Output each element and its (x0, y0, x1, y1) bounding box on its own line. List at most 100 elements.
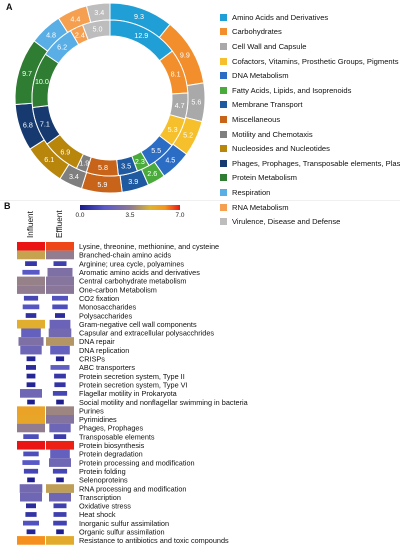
outer-ring-value-label: 5.6 (191, 98, 201, 107)
row-label: Lysine, threonine, methionine, and cyste… (79, 242, 219, 251)
legend-swatch (220, 86, 227, 94)
heatmap-cell (56, 399, 64, 405)
legend-item: Cofactors, Vitamins, Prosthetic Groups, … (220, 54, 400, 69)
row-label: Arginine; urea cycle, polyamines (79, 259, 184, 268)
donut-chart: 9.39.95.65.24.52.63.95.93.46.16.89.74.84… (14, 2, 206, 194)
heatmap-cell (19, 484, 43, 493)
heatmap-cell (25, 261, 37, 267)
outer-ring-value-label: 6.1 (44, 155, 54, 164)
inner-ring-value-label: 6.9 (60, 147, 70, 156)
heatmap-cell (20, 389, 42, 398)
heatmap-cell (49, 458, 71, 467)
legend-item: Cell Wall and Capsule (220, 39, 400, 54)
legend-swatch (220, 203, 227, 211)
inner-ring-value-label: 2.4 (75, 30, 85, 39)
row-label: Protein biosynthesis (79, 441, 145, 450)
outer-ring-value-label: 2.6 (147, 169, 157, 178)
legend-item: Respiration (220, 185, 400, 200)
heatmap-cell (26, 373, 36, 379)
legend-label: Respiration (232, 187, 271, 197)
heatmap-cell (20, 345, 42, 355)
legend-item: Motility and Chemotaxis (220, 127, 400, 142)
heatmap-cell (25, 313, 37, 318)
outer-ring-value-label: 5.9 (97, 180, 107, 189)
heatmap-cell (52, 295, 68, 301)
row-label: Transposable elements (79, 432, 155, 441)
heatmap-cell (17, 276, 45, 286)
legend-swatch (220, 72, 227, 80)
legend-label: Cofactors, Vitamins, Prosthetic Groups, … (232, 56, 399, 66)
heatmap-cell (20, 492, 42, 502)
column-header: Effluent (55, 210, 64, 238)
heatmap-cell (53, 503, 67, 509)
heatmap-cell (27, 477, 35, 483)
row-label: Gram-negative cell wall components (79, 320, 197, 329)
inner-ring-value-label: 7.1 (40, 119, 50, 128)
heatmap-cell (17, 285, 45, 294)
heatmap-cell (47, 267, 73, 277)
heatmap-cell (52, 390, 68, 396)
heatmap-cell (22, 304, 40, 310)
legend-label: Cell Wall and Capsule (232, 41, 307, 51)
inner-ring-value-label: 4.7 (175, 101, 185, 110)
heatmap-cell (46, 440, 74, 450)
heatmap-cell (23, 451, 39, 457)
heatmap-cell (54, 382, 66, 388)
legend-item: Nucleosides and Nucleotides (220, 141, 400, 156)
row-label: RNA processing and modification (79, 484, 186, 493)
inner-ring-value-label: 5.0 (93, 25, 103, 34)
panel-divider (0, 200, 400, 201)
heatmap-cell (49, 492, 71, 502)
row-label: Selenoproteins (79, 476, 128, 485)
row-label: Transcription (79, 493, 121, 502)
heatmap-cell (55, 313, 65, 318)
heatmap-cell (54, 373, 66, 379)
heatmap-cell (53, 434, 67, 440)
heatmap-cell (23, 520, 39, 526)
legend-label: Amino Acids and Derivatives (232, 12, 329, 22)
outer-ring-value-label: 4.4 (70, 14, 80, 23)
heatmap-cell (56, 529, 64, 535)
inner-ring-value-label: 8.1 (171, 69, 181, 78)
colorbar-tick-label: 3.5 (126, 212, 135, 219)
legend-label: Phages, Prophages, Transposable elements… (232, 158, 400, 168)
heatmap-cell (46, 337, 74, 346)
row-label: Protein secretion system, Type II (79, 372, 185, 381)
legend-swatch (220, 28, 227, 36)
legend-item: Protein Metabolism (220, 171, 400, 186)
legend-swatch (220, 13, 227, 21)
heatmap-cell (49, 319, 71, 329)
legend-label: Protein Metabolism (232, 173, 297, 183)
row-label: Polysaccharides (79, 311, 132, 320)
heatmap-cell (22, 460, 40, 465)
legend-item: Phages, Prophages, Transposable elements… (220, 156, 400, 171)
inner-ring-value-label: 6.2 (57, 43, 67, 52)
heatmap-cell (17, 250, 45, 260)
row-label: Protein degradation (79, 450, 143, 459)
legend-label: Virulence, Disease and Defense (232, 217, 341, 227)
heatmap-cell (27, 399, 35, 405)
heatmap-cell (46, 484, 74, 493)
outer-ring-value-label: 5.2 (183, 131, 193, 140)
legend-item: RNA Metabolism (220, 200, 400, 215)
heatmap-cell (50, 345, 70, 355)
heatmap-cell (46, 250, 74, 260)
heatmap-cell (17, 242, 45, 251)
heatmap-cell (26, 382, 36, 388)
legend-swatch (220, 188, 227, 196)
legend-swatch (220, 130, 227, 138)
legend-item: Amino Acids and Derivatives (220, 10, 400, 25)
inner-ring-segment (81, 19, 111, 41)
heatmap-cell (18, 337, 44, 346)
legend-item: Carbohydrates (220, 25, 400, 40)
row-label: Central carbohydrate metabolism (79, 277, 186, 286)
row-label: Protein processing and modification (79, 458, 195, 467)
legend-label: Nucleosides and Nucleotides (232, 144, 330, 154)
heatmap-cell (49, 423, 71, 433)
row-label: Branched-chain amino acids (79, 251, 171, 260)
legend-label: DNA Metabolism (232, 71, 289, 81)
row-label: Protein folding (79, 467, 126, 476)
row-label: Resistance to antibiotics and toxic comp… (79, 536, 229, 545)
column-header: Influent (26, 210, 35, 238)
